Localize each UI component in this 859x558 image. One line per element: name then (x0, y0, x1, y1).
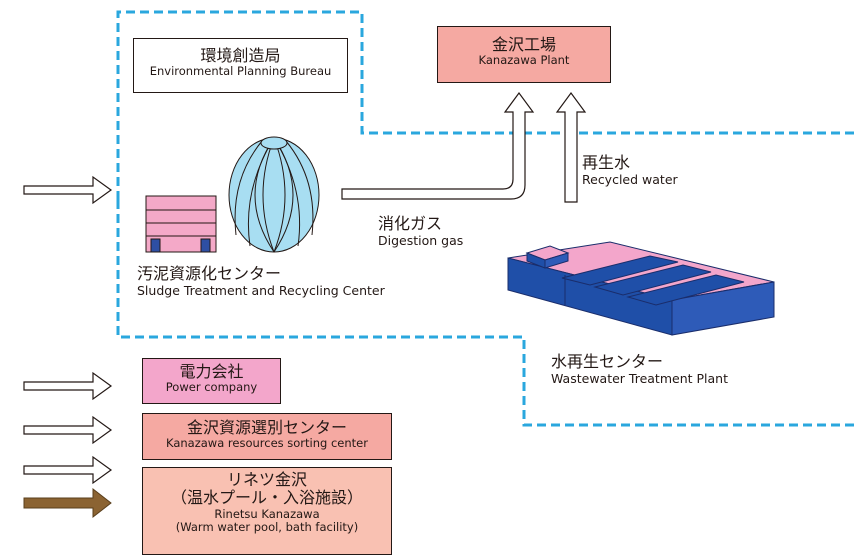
recycled-water-label: 再生水 Recycled water (582, 153, 678, 187)
sorting-center-jp: 金沢資源選別センター (186, 418, 347, 437)
input-arrow-power (23, 371, 113, 401)
kanazawa-plant-en: Kanazawa Plant (478, 53, 570, 68)
output-arrow-rinetsu (23, 487, 112, 519)
rinetsu-box: リネツ金沢 （温水プール・入浴施設） Rinetsu Kanazawa (War… (142, 467, 392, 555)
power-company-en: Power company (165, 380, 258, 395)
sorting-center-en: Kanazawa resources sorting center (165, 436, 368, 451)
wastewater-plant-label: 水再生センター Wastewater Treatment Plant (551, 352, 728, 386)
kanazawa-plant-jp: 金沢工場 (491, 35, 556, 54)
input-arrow-rinetsu (23, 455, 113, 485)
wastewater-plant-en: Wastewater Treatment Plant (551, 371, 728, 387)
digestion-gas-label: 消化ガス Digestion gas (378, 214, 463, 248)
digester-tank (228, 136, 320, 253)
sludge-center-jp: 汚泥資源化センター (137, 264, 282, 283)
env-bureau-jp: 環境創造局 (200, 46, 281, 65)
rinetsu-jp-2: （温水プール・入浴施設） (170, 488, 363, 508)
env-bureau-en: Environmental Planning Bureau (149, 64, 332, 79)
rinetsu-en-1: Rinetsu Kanazawa (214, 506, 320, 521)
wastewater-plant-jp: 水再生センター (551, 352, 664, 371)
sludge-building (145, 195, 217, 253)
sorting-center-box: 金沢資源選別センター Kanazawa resources sorting ce… (142, 413, 392, 460)
digestion-gas-jp: 消化ガス (378, 214, 443, 233)
bureau-boundary (116, 10, 859, 200)
input-arrow-sludge (23, 175, 113, 205)
input-arrow-sorting (23, 415, 113, 445)
sludge-center-label: 汚泥資源化センター Sludge Treatment and Recycling… (137, 264, 385, 298)
digestion-gas-pipe (341, 91, 535, 200)
digestion-gas-en: Digestion gas (378, 233, 464, 249)
kanazawa-plant-box: 金沢工場 Kanazawa Plant (437, 26, 611, 83)
wastewater-plant-illustration (507, 241, 775, 336)
rinetsu-jp-1: リネツ金沢 (226, 470, 307, 489)
env-bureau-box: 環境創造局 Environmental Planning Bureau (133, 38, 348, 93)
recycled-water-en: Recycled water (582, 172, 678, 188)
power-company-box: 電力会社 Power company (142, 358, 281, 404)
rinetsu-en-2: (Warm water pool, bath facility) (175, 520, 359, 534)
sludge-center-en: Sludge Treatment and Recycling Center (137, 283, 385, 299)
recycled-water-jp: 再生水 (582, 153, 631, 172)
power-company-jp: 電力会社 (179, 362, 244, 381)
bureau-boundary-lower (116, 200, 859, 427)
recycled-water-arrow (555, 91, 587, 203)
